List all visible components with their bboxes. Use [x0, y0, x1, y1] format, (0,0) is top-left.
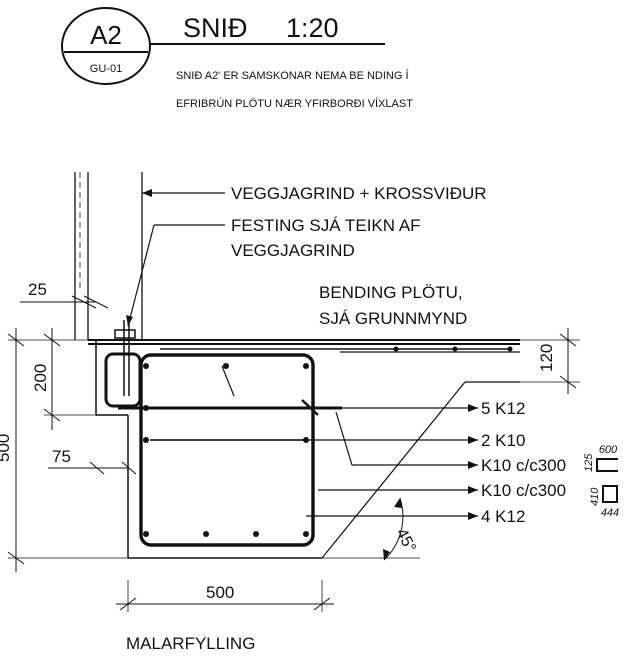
outer-stirrup	[139, 353, 315, 547]
ground-label: MALARFYLLING	[126, 634, 255, 653]
shape1-length: 600	[599, 444, 618, 456]
section-scale: 1:20	[286, 13, 339, 43]
rebar-label-2: 2 K10	[481, 431, 525, 450]
callout-slab-bend-2: SJÁ GRUNNMYND	[319, 309, 467, 328]
callouts: VEGGJAGRIND + KROSSVIÐUR FESTING SJÁ TEI…	[126, 184, 566, 526]
shape1-height: 125	[583, 453, 595, 472]
section-title: SNIÐ	[183, 13, 248, 43]
reinforcement	[104, 320, 513, 547]
rebar-label-3: K10 c/c300	[481, 456, 566, 475]
wall	[74, 172, 143, 340]
shape2-width: 444	[601, 507, 619, 519]
callout-fixing-1: FESTING SJÁ TEIKN AF	[231, 216, 421, 235]
dim-500-horizontal: 500	[206, 583, 234, 602]
anchor-plate	[114, 329, 136, 339]
section-id: A2	[90, 20, 122, 50]
shape2-height: 410	[589, 487, 601, 506]
dim-75: 75	[52, 447, 71, 466]
callout-fixing-2: VEGGJAGRIND	[231, 241, 355, 260]
rebar-label-4: K10 c/c300	[481, 481, 566, 500]
dim-120: 120	[537, 344, 556, 372]
title-block: A2 GU-01 SNIÐ 1:20 SNIÐ A2' ER SAMSKONAR…	[61, 7, 413, 110]
callout-wall-frame: VEGGJAGRIND + KROSSVIÐUR	[231, 184, 487, 203]
corner-stirrup	[104, 352, 142, 408]
callout-slab-bend-1: BENDING PLÖTU,	[319, 283, 463, 302]
dim-200: 200	[31, 364, 50, 392]
note-line-2: EFRIBRÚN PLÖTU NÆR YFIRBORÐI VÍXLAST	[176, 97, 413, 110]
section-bubble	[61, 7, 151, 85]
dim-angle: 45°	[392, 526, 418, 555]
rebar-dots	[143, 346, 513, 537]
rebar-label-1: 5 K12	[481, 399, 525, 418]
note-line-1: SNIÐ A2' ER SAMSKONAR NEMA BE NDING Í	[176, 69, 409, 82]
sheet-ref: GU-01	[90, 63, 122, 75]
dim-25: 25	[28, 280, 47, 299]
slab-and-footing	[88, 339, 520, 559]
rebar-label-5: 4 K12	[481, 507, 525, 526]
stirrup-shapes: 600 125 410 444	[583, 444, 619, 519]
dim-500-vertical: 500	[0, 434, 13, 462]
